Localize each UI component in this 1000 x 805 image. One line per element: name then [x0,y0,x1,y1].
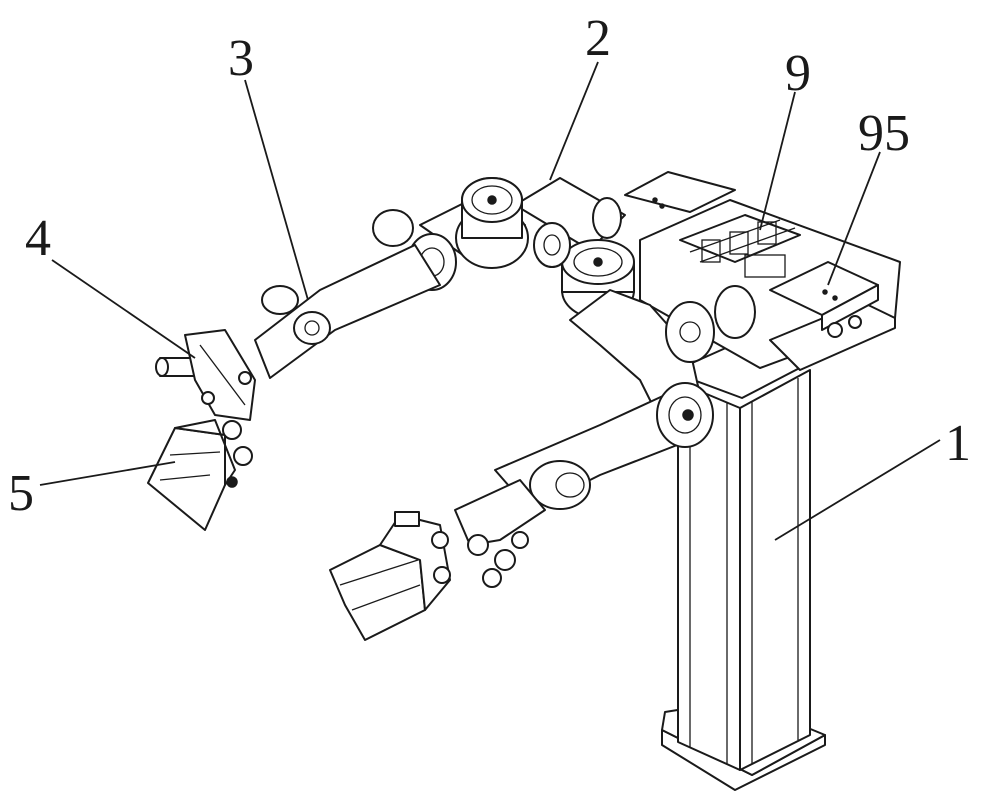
support-column [661,337,826,791]
lower-gripper [329,511,451,641]
leader-3 [244,79,309,301]
leader-1 [774,439,941,541]
callout-label-4: 4 [25,210,51,267]
lower-arm [454,285,756,588]
leader-9 [759,91,796,231]
upper-arm [155,177,635,421]
callout-label-9: 9 [785,45,811,102]
callout-label-2: 2 [585,10,611,67]
mounting-platform [624,171,901,371]
callout-label-95: 95 [858,105,910,162]
leader-lines [39,61,941,541]
callout-labels: 2 3 9 95 4 5 1 [8,10,971,522]
leader-95 [827,151,881,286]
leader-4 [51,259,196,359]
callout-label-1: 1 [945,415,971,472]
callout-label-5: 5 [8,465,34,522]
upper-gripper [147,419,253,531]
leader-5 [39,461,176,486]
leader-2 [549,61,599,181]
callout-label-3: 3 [228,30,254,87]
